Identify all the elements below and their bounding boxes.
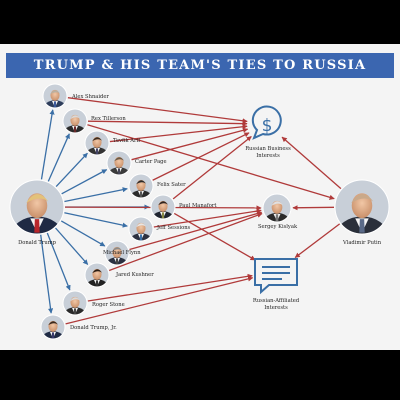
blue-arrow-trump-arif — [55, 152, 88, 188]
person-label-kushner: Jared Kushner — [115, 272, 154, 278]
person-label-trump: Donald Trump — [18, 240, 57, 246]
red-links-layer — [64, 97, 342, 325]
hub-business: $ Russian Business Interests — [245, 105, 291, 159]
hub-affiliated-label-2: Interests — [264, 305, 288, 311]
person-tillerson: Rex Tillerson — [62, 108, 126, 134]
people-layer: Donald Trump Vladimir Putin Alex ShnaiderR… — [9, 83, 390, 340]
person-photo-icon — [43, 84, 67, 108]
person-stone: Roger Stone — [62, 290, 125, 316]
person-photo-icon — [129, 217, 153, 241]
red-arrow-trumpjr-affiliated — [65, 276, 254, 325]
person-trumpjr: Donald Trump, Jr. — [40, 314, 117, 340]
blue-arrow-trump-trumpjr — [40, 234, 54, 314]
red-arrow-sessions-kislyak — [153, 208, 262, 228]
person-label-shnaider: Alex Shnaider — [71, 94, 109, 100]
person-trump: Donald Trump — [9, 179, 65, 246]
person-label-tillerson: Rex Tillerson — [91, 116, 126, 122]
person-label-trumpjr: Donald Trump, Jr. — [70, 325, 117, 331]
red-arrow-manafort-business — [172, 135, 252, 200]
person-label-putin: Vladimir Putin — [342, 240, 382, 246]
dollar-speech-bubble-icon: $ — [251, 105, 282, 140]
person-kislyak: Sergey Kislyak — [258, 193, 298, 230]
blue-arrow-trump-flynn — [60, 220, 106, 247]
person-sater: Felix Sater — [128, 173, 186, 199]
person-label-arif: Tevfik Arif — [113, 138, 141, 144]
person-photo-icon — [41, 315, 65, 339]
person-shnaider: Alex Shnaider — [42, 83, 109, 109]
person-page: Carter Page — [106, 150, 167, 176]
person-label-stone: Roger Stone — [92, 302, 125, 308]
red-arrow-arif-business — [109, 124, 248, 143]
blue-arrow-trump-kushner — [55, 227, 89, 265]
person-photo-icon — [85, 263, 109, 287]
person-label-flynn: Michael Flynn — [103, 250, 141, 256]
red-arrow-sater-business — [152, 132, 250, 181]
person-manafort: Paul Manafort — [150, 194, 217, 220]
red-arrow-putin-business — [281, 136, 342, 190]
blue-arrow-trump-sessions — [64, 212, 128, 228]
red-arrow-page-business — [131, 127, 249, 161]
red-arrow-stone-affiliated — [87, 273, 253, 302]
red-arrow-kushner-kislyak — [108, 212, 263, 272]
person-photo-icon — [85, 131, 109, 155]
person-photo-icon — [10, 180, 64, 234]
person-sessions: Jeff Sessions — [128, 216, 191, 242]
text-speech-bubble-icon — [254, 258, 298, 295]
blue-arrow-trump-tillerson — [47, 133, 70, 182]
hub-affiliated-label-1: Russian-Affiliated — [253, 298, 300, 304]
person-label-kislyak: Sergey Kislyak — [258, 224, 298, 230]
page-title: TRUMP & HIS TEAM'S TIES TO RUSSIA — [33, 58, 367, 73]
hub-business-label-2: Interests — [256, 153, 280, 159]
person-photo-icon — [105, 241, 129, 265]
red-arrow-flynn-kislyak — [129, 211, 263, 251]
person-photo-icon — [129, 174, 153, 198]
person-photo-icon — [63, 109, 87, 133]
hub-affiliated: Russian-Affiliated Interests — [253, 258, 300, 311]
person-label-sessions: Jeff Sessions — [156, 225, 191, 231]
blue-arrow-trump-shnaider — [40, 109, 55, 180]
red-arrow-putin-affiliated — [294, 223, 341, 259]
red-arrow-tillerson-putin — [87, 124, 335, 200]
blue-arrow-trump-stone — [46, 232, 71, 291]
red-arrow-shnaider-business — [67, 97, 248, 124]
svg-text:$: $ — [262, 116, 273, 136]
person-arif: Tevfik Arif — [84, 130, 141, 156]
red-arrow-manafort-affiliated — [173, 212, 256, 261]
person-kushner: Jared Kushner — [84, 262, 154, 288]
person-photo-icon — [263, 194, 291, 222]
person-putin: Vladimir Putin — [334, 179, 390, 246]
person-label-manafort: Paul Manafort — [179, 203, 217, 209]
person-photo-icon — [335, 180, 389, 234]
blue-arrow-trump-sater — [64, 187, 128, 203]
title-banner: TRUMP & HIS TEAM'S TIES TO RUSSIA — [6, 53, 394, 78]
red-arrow-tillerson-business — [87, 120, 248, 127]
person-photo-icon — [63, 291, 87, 315]
person-label-page: Carter Page — [135, 159, 167, 165]
blue-arrow-trump-page — [61, 169, 108, 195]
person-photo-icon — [151, 195, 175, 219]
person-flynn: Michael Flynn — [103, 240, 141, 266]
person-photo-icon — [107, 151, 131, 175]
hub-business-label-1: Russian Business — [245, 146, 291, 152]
person-label-sater: Felix Sater — [157, 182, 186, 188]
